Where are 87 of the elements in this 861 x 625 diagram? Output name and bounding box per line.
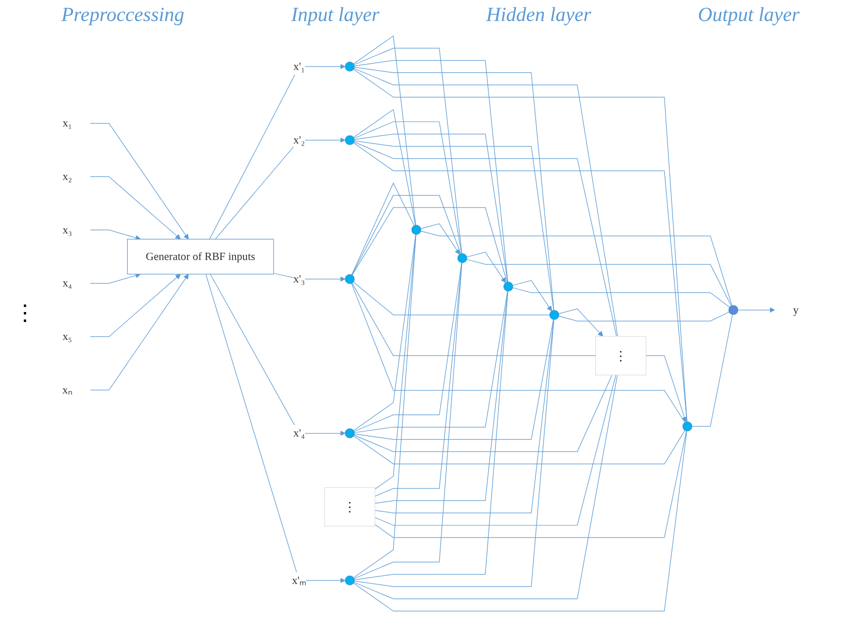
node-circle [411,224,422,235]
connector [353,234,416,578]
layer-heading: Preproccessing [61,4,184,27]
connector [351,182,415,276]
edge-label: x'₂ [293,134,305,146]
connector [354,374,618,600]
connector [558,312,730,322]
connector [692,314,733,427]
connector [354,142,617,337]
connector [354,374,612,452]
connector [214,137,346,240]
connector [354,48,462,254]
connector [512,280,552,312]
connector [354,262,462,432]
edge-label: x₁ [62,116,72,130]
edge-label: x₄ [62,276,72,290]
edge-label: x₃ [62,224,72,236]
connector [353,108,416,226]
ellipsis-label: ⋮ [14,300,36,325]
node-circle [549,310,560,320]
connector [354,134,508,282]
edge-label: x'₄ [293,426,305,440]
connector [374,430,687,538]
connector [420,223,460,255]
edge-label: x'₃ [293,272,305,285]
node-circle [344,62,355,72]
connector [353,142,688,422]
edge-label: x'₁ [293,60,305,72]
connector [353,282,550,316]
connector [374,374,616,526]
node-circle [457,253,468,264]
connector [352,207,508,282]
connector [420,230,732,306]
connector [90,274,189,390]
connector [353,430,686,464]
connector [646,355,687,422]
connector [90,176,181,240]
connector [205,274,346,584]
node-circle [344,428,355,438]
edge-label: y [793,304,799,316]
edge-label: x₂ [62,170,72,182]
connector [353,68,688,422]
connector [466,259,732,306]
connector [512,287,730,308]
connector [90,272,141,284]
node-circle [344,135,355,146]
connector [466,252,506,283]
node-circle [344,274,355,284]
connector [90,122,189,240]
connector [354,68,618,337]
edge-label: x₅ [62,330,72,343]
layer-heading: Input layer [291,4,380,27]
node-box: Generator of RBF inputs [127,238,274,274]
connector [354,319,554,440]
connector [738,307,775,313]
connector [354,262,462,579]
edge-label: x'ₘ [292,574,306,586]
node-circle [728,305,738,315]
connector [352,282,596,356]
connector [351,283,686,423]
connector [354,66,554,311]
node-circle [682,421,692,432]
node-circle [344,576,355,586]
connector [374,319,554,514]
connector [354,140,554,311]
node-box: ⋮ [595,336,646,376]
connector [353,430,688,612]
connector [354,290,508,433]
connector [374,290,508,504]
layer-heading: Output layer [698,4,800,27]
connector [353,35,416,226]
connector [90,230,141,240]
connector [354,319,554,587]
layer-heading: Hidden layer [486,4,592,27]
connector [558,308,604,337]
connector [354,60,508,282]
edge-label: xₙ [62,384,72,396]
connector [354,121,462,254]
connector [90,274,181,337]
connector [353,234,416,431]
connector [273,272,346,282]
node-box: ⋮ [324,487,376,526]
connector [352,195,462,276]
node-circle [503,282,514,292]
connector [354,290,508,580]
connector [209,64,346,240]
connector [210,274,346,436]
